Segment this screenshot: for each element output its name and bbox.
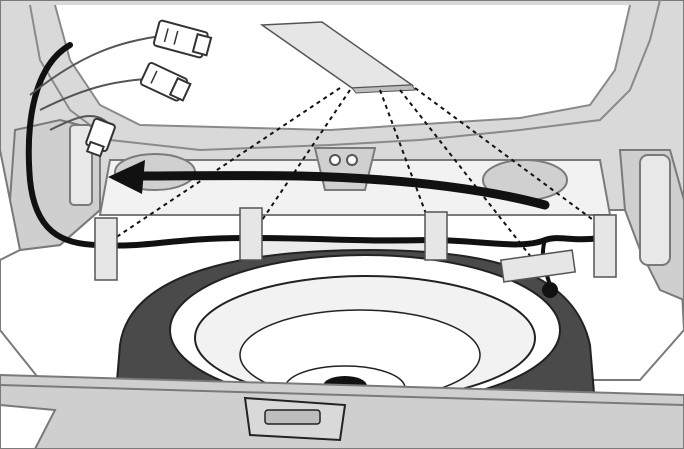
spare-tire-well	[113, 248, 597, 411]
sill-edge	[0, 384, 684, 406]
arrow-shaft	[130, 171, 550, 210]
striker-hole-left	[329, 154, 341, 166]
tape-strip-2	[239, 207, 263, 261]
leader-line-5	[414, 87, 601, 226]
trunk-opening-edge	[29, 0, 661, 152]
leader-line-1	[111, 87, 341, 241]
leader-line-3	[379, 89, 433, 231]
connector-wire-1	[29, 34, 171, 96]
striker-hole-right	[346, 154, 358, 166]
tape-strip-4	[499, 249, 577, 283]
sill-corner	[0, 403, 57, 449]
ground-terminal	[542, 282, 558, 298]
routing-arrow-icon	[108, 160, 550, 210]
harness-cable	[25, 42, 603, 249]
leader-lines	[111, 87, 601, 263]
tape-strips	[94, 207, 617, 283]
latch-slot	[264, 409, 321, 425]
arrow-head	[108, 160, 145, 194]
right-trim-panel	[639, 154, 671, 266]
adhesive-pad-edge	[350, 84, 416, 94]
tape-strip-3	[424, 211, 448, 261]
leader-line-2	[251, 89, 351, 236]
connector-top-icon	[152, 19, 213, 59]
connector-middle-icon	[139, 61, 192, 102]
connector-lower-icon	[85, 117, 116, 158]
tape-strip-5	[593, 214, 617, 278]
rear-sill	[0, 373, 684, 449]
connectors	[85, 19, 213, 158]
tape-strip-1	[94, 217, 118, 281]
latch-striker	[313, 147, 377, 191]
